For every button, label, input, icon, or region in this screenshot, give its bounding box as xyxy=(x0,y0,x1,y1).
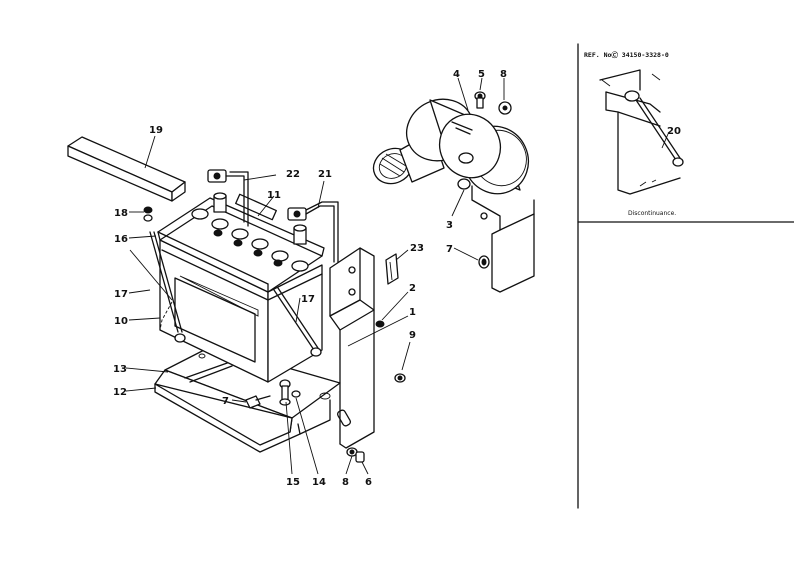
callout-11: 11 xyxy=(267,190,281,201)
callout-3: 3 xyxy=(446,220,453,231)
callout-2: 2 xyxy=(409,283,416,294)
callout-8-bottom: 8 xyxy=(342,477,349,488)
callout-18: 18 xyxy=(114,208,128,219)
callout-4: 4 xyxy=(453,69,460,80)
callout-23: 23 xyxy=(410,243,424,254)
callout-19: 19 xyxy=(149,125,163,136)
bolts-18 xyxy=(143,206,153,222)
callout-21: 21 xyxy=(318,169,332,180)
callout-17-right: 17 xyxy=(301,294,315,305)
hold-down-rods xyxy=(129,231,322,357)
callout-13: 13 xyxy=(113,364,127,375)
mounting-bracket xyxy=(329,247,375,449)
battery xyxy=(157,192,325,383)
inset-frame xyxy=(577,43,794,509)
air-cleaner xyxy=(372,91,535,293)
callout-7-left: 7 xyxy=(222,396,229,407)
fasteners xyxy=(245,320,406,463)
callout-1: 1 xyxy=(409,307,416,318)
callout-6: 6 xyxy=(365,477,372,488)
callout-8-top: 8 xyxy=(500,69,507,80)
callout-15: 15 xyxy=(286,477,300,488)
clip-23 xyxy=(385,253,399,285)
callout-16: 16 xyxy=(114,234,128,245)
callout-7-right: 7 xyxy=(446,244,453,255)
inset-callout-20: 20 xyxy=(667,126,681,137)
callout-14: 14 xyxy=(312,477,326,488)
callout-22: 22 xyxy=(286,169,300,180)
inset-ref-label: REF. NoⒸ 34150-3328-0 xyxy=(584,50,669,59)
callout-10: 10 xyxy=(114,316,128,327)
inset-caption: Discontinuance. xyxy=(628,210,676,217)
hold-down-bar xyxy=(67,136,186,202)
callout-17-left: 17 xyxy=(114,289,128,300)
callout-9: 9 xyxy=(409,330,416,341)
leader-lines xyxy=(125,77,669,475)
callout-12: 12 xyxy=(113,387,127,398)
inset-drawing xyxy=(599,69,684,195)
callout-labels: 19 22 11 21 18 16 17 17 10 13 12 7 15 14… xyxy=(113,69,507,488)
callout-5: 5 xyxy=(478,69,485,80)
battery-cables xyxy=(207,169,339,265)
